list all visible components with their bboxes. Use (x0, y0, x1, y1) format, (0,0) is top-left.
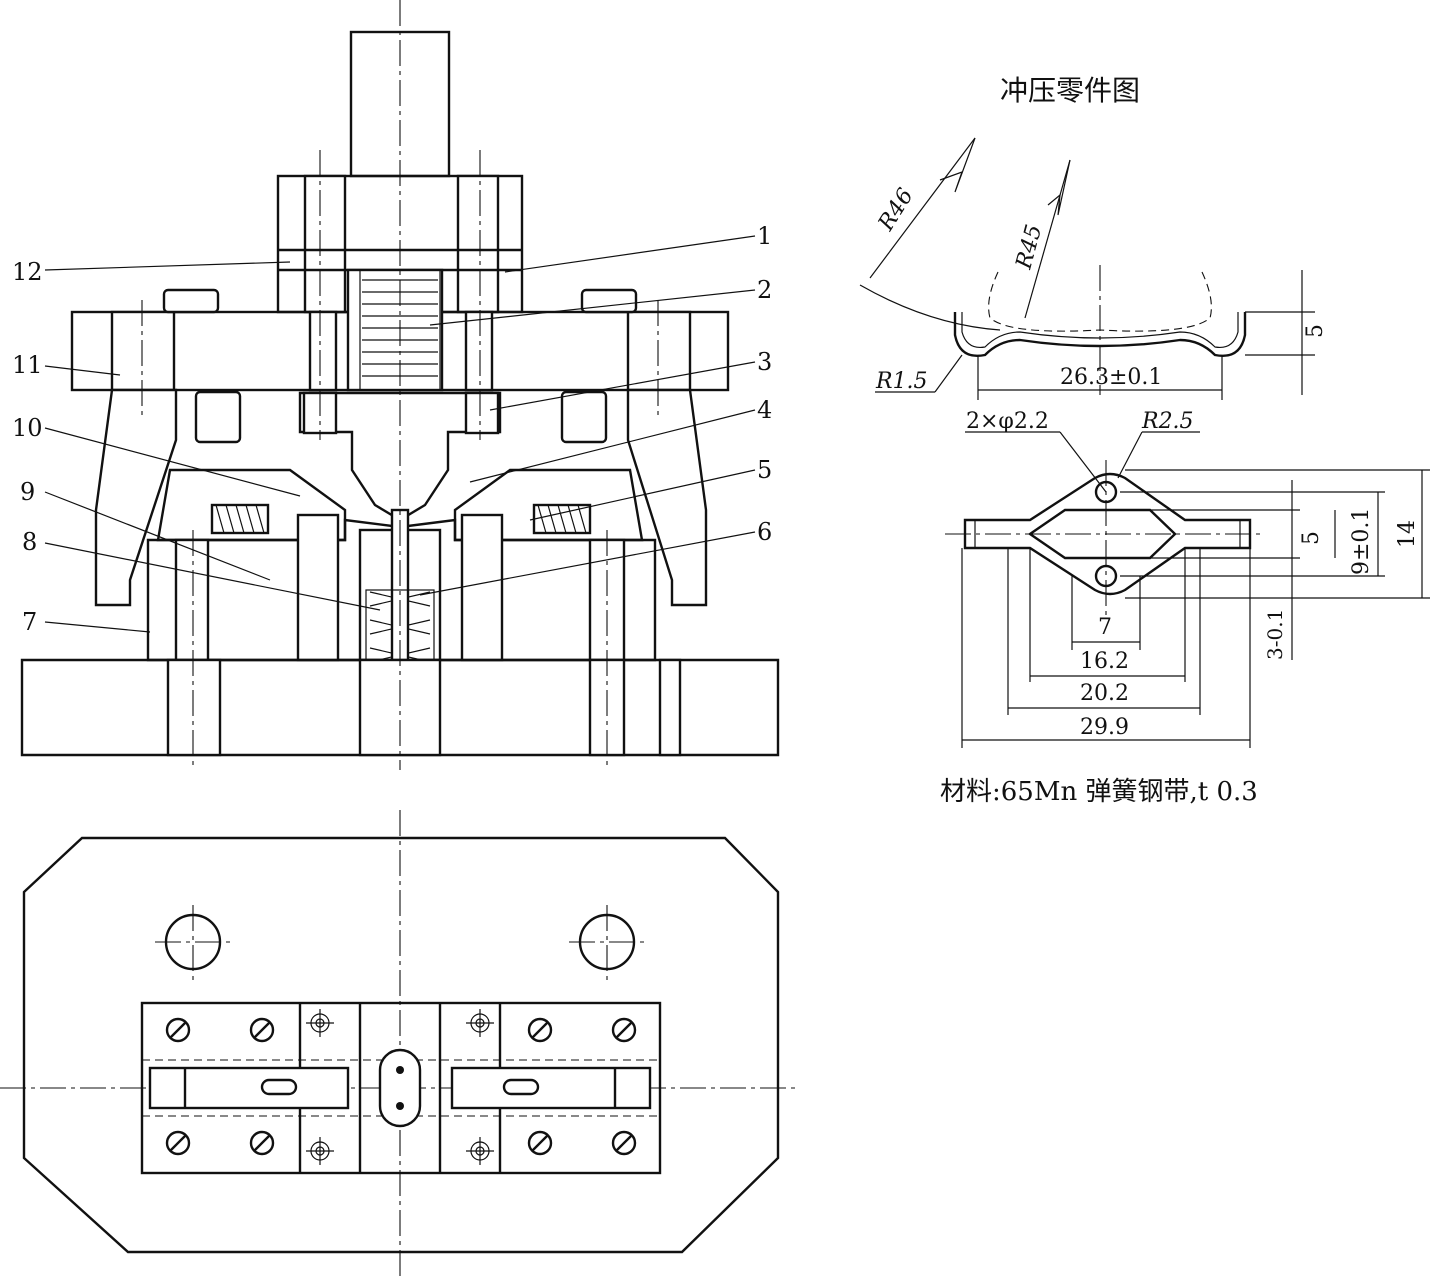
plan-view (0, 810, 800, 1278)
width-26-3: 26.3±0.1 (1060, 365, 1162, 390)
dim-9: 9±0.1 (1349, 508, 1374, 575)
dim-20-2: 20.2 (1080, 681, 1129, 706)
dim-7: 7 (1098, 615, 1112, 640)
dim-14: 14 (1395, 520, 1420, 548)
label-6: 6 (757, 518, 772, 546)
left-arm (94, 388, 178, 607)
leader-lines (44, 235, 756, 633)
label-1: 1 (757, 222, 772, 250)
dowel-holes (306, 1009, 494, 1165)
label-3: 3 (757, 348, 772, 376)
left-slider-spring (210, 503, 270, 535)
label-4: 4 (757, 396, 772, 424)
holes-label: 2×φ2.2 (966, 409, 1049, 434)
material-note: 材料:65Mn 弹簧钢带,t 0.3 (940, 777, 1258, 807)
dim-3: 3-0.1 (1263, 609, 1287, 660)
part-title: 冲压零件图 (1000, 74, 1140, 107)
label-2: 2 (757, 276, 772, 304)
section-view (20, 0, 780, 770)
screw-holes (165, 1017, 637, 1156)
part-drawing: 冲压零件图 R46 R45 R1.5 26.3±0.1 5 (859, 74, 1430, 807)
right-arm (626, 388, 708, 607)
r2-5-label: R2.5 (1141, 409, 1194, 434)
label-12: 12 (12, 258, 43, 286)
label-8: 8 (22, 528, 37, 556)
label-7: 7 (22, 608, 37, 636)
part-number-labels: 12 11 10 9 8 7 1 2 3 4 5 6 (12, 222, 772, 636)
label-9: 9 (20, 478, 35, 506)
r1-5-label: R1.5 (875, 369, 928, 394)
dim-5-right: 5 (1299, 531, 1324, 545)
height-5: 5 (1303, 324, 1328, 338)
r46-label: R46 (873, 184, 918, 236)
lower-die-plan (140, 1001, 662, 1175)
right-slider-spring (532, 503, 592, 535)
base-outline (22, 836, 780, 1254)
label-10: 10 (12, 414, 43, 442)
label-11: 11 (12, 351, 43, 379)
dim-16-2: 16.2 (1080, 649, 1129, 674)
dim-29-9: 29.9 (1080, 715, 1129, 740)
label-5: 5 (757, 456, 772, 484)
base-plate (20, 658, 780, 757)
r45-label: R45 (1011, 222, 1047, 272)
punch (298, 391, 502, 522)
